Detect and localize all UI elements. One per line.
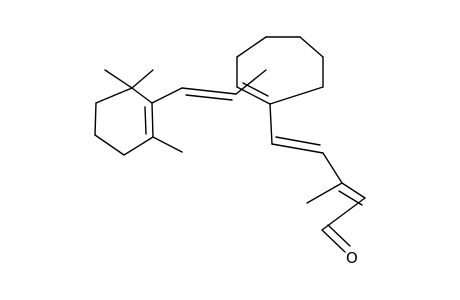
oxygen-atom-label: O — [346, 249, 358, 267]
carbonyl-double-bond-inner — [327, 224, 351, 247]
ring-bond — [94, 102, 97, 136]
single-bond — [322, 152, 343, 184]
vinylene-linker — [151, 69, 267, 104]
ring-bond — [299, 36, 324, 58]
ring-bond — [95, 87, 133, 104]
double-bond — [181, 87, 237, 95]
methyl-bond — [131, 69, 154, 89]
single-bond — [321, 197, 366, 231]
ring-double-bond — [236, 86, 271, 105]
ring-double-bond — [151, 102, 154, 138]
cyclohexene-ring — [236, 36, 324, 105]
ring-bond — [123, 136, 154, 156]
ring-double-bond-inner — [242, 82, 269, 97]
ring-bond — [236, 36, 267, 58]
ring-double-bond-inner — [144, 106, 147, 135]
methyl-bond — [104, 69, 133, 89]
double-bond-inner — [275, 136, 321, 146]
carbonyl-double-bond — [321, 229, 346, 253]
double-bond — [341, 182, 366, 199]
single-bond — [269, 103, 273, 145]
trimethylcyclohexene-ring — [94, 69, 183, 156]
methyl-bond — [152, 136, 183, 153]
methyl-bond — [306, 182, 343, 204]
single-bond — [235, 69, 267, 95]
double-bond-inner — [185, 94, 233, 101]
ring-bond — [269, 86, 324, 105]
polyene-side-chain — [269, 103, 366, 253]
double-bond — [271, 143, 324, 154]
ring-bond — [131, 87, 153, 104]
ring-bond — [94, 134, 125, 156]
single-bond — [151, 87, 183, 104]
